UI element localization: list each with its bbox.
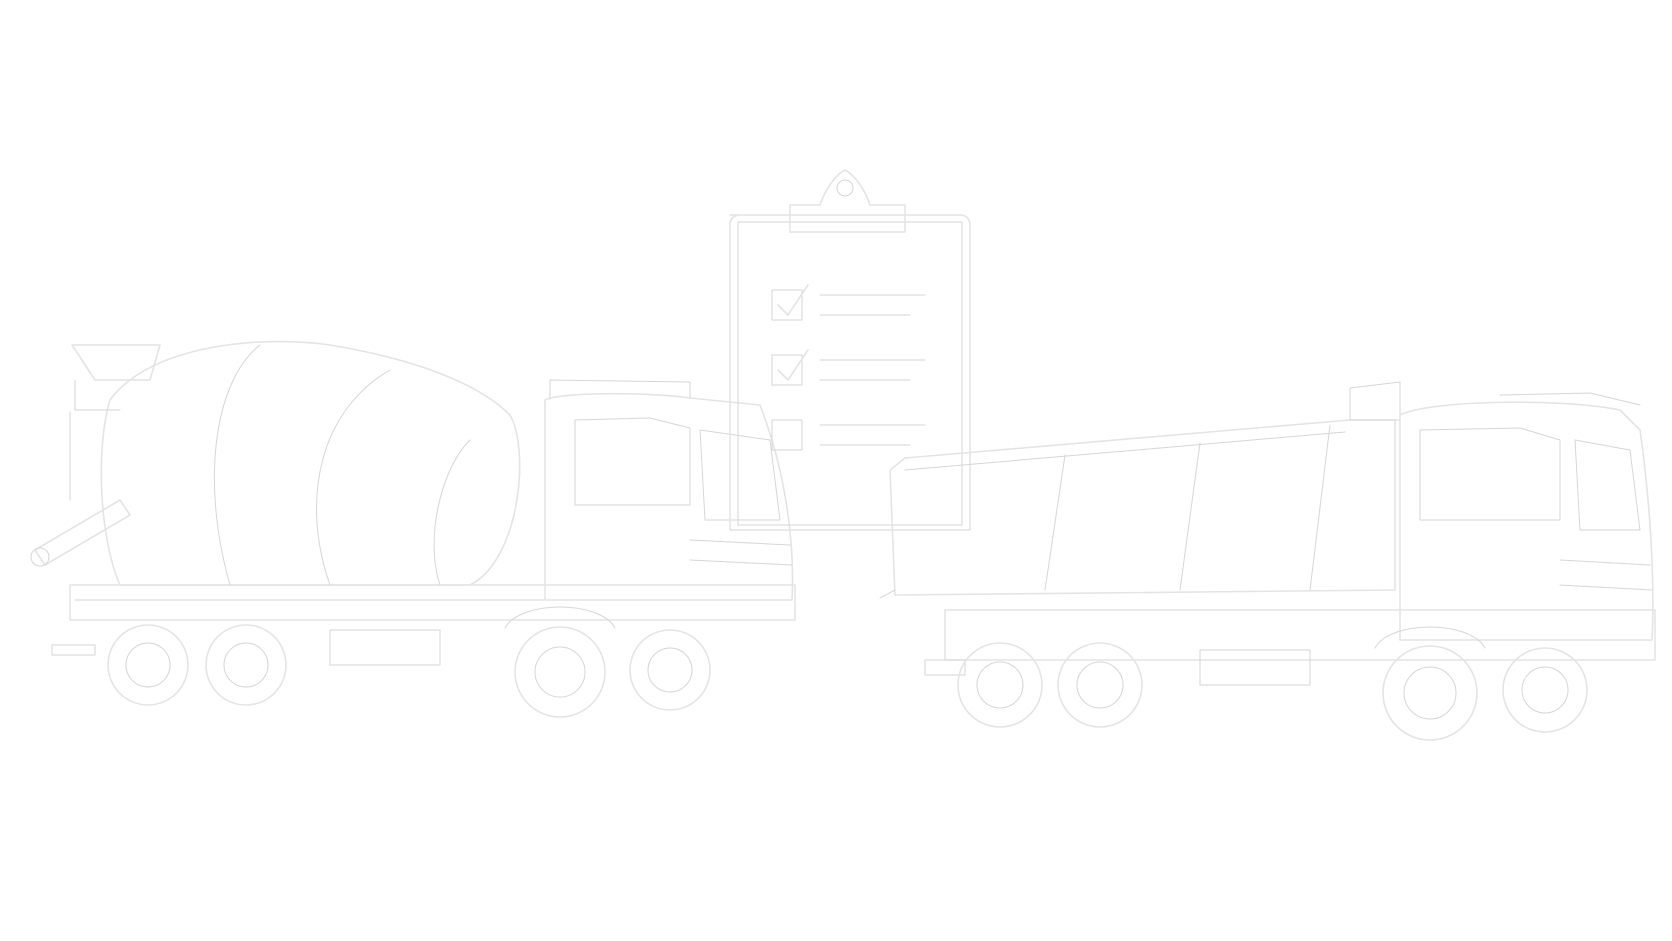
dump-truck-icon bbox=[879, 381, 1656, 741]
checklist-row bbox=[771, 349, 926, 386]
checklist-row bbox=[771, 419, 926, 451]
dump-truck-wheels bbox=[957, 642, 1588, 741]
mixer-wheels bbox=[107, 624, 711, 718]
concrete-mixer-truck-icon bbox=[30, 340, 796, 718]
checklist-row bbox=[771, 284, 926, 321]
clipboard-checklist-icon bbox=[729, 169, 971, 531]
